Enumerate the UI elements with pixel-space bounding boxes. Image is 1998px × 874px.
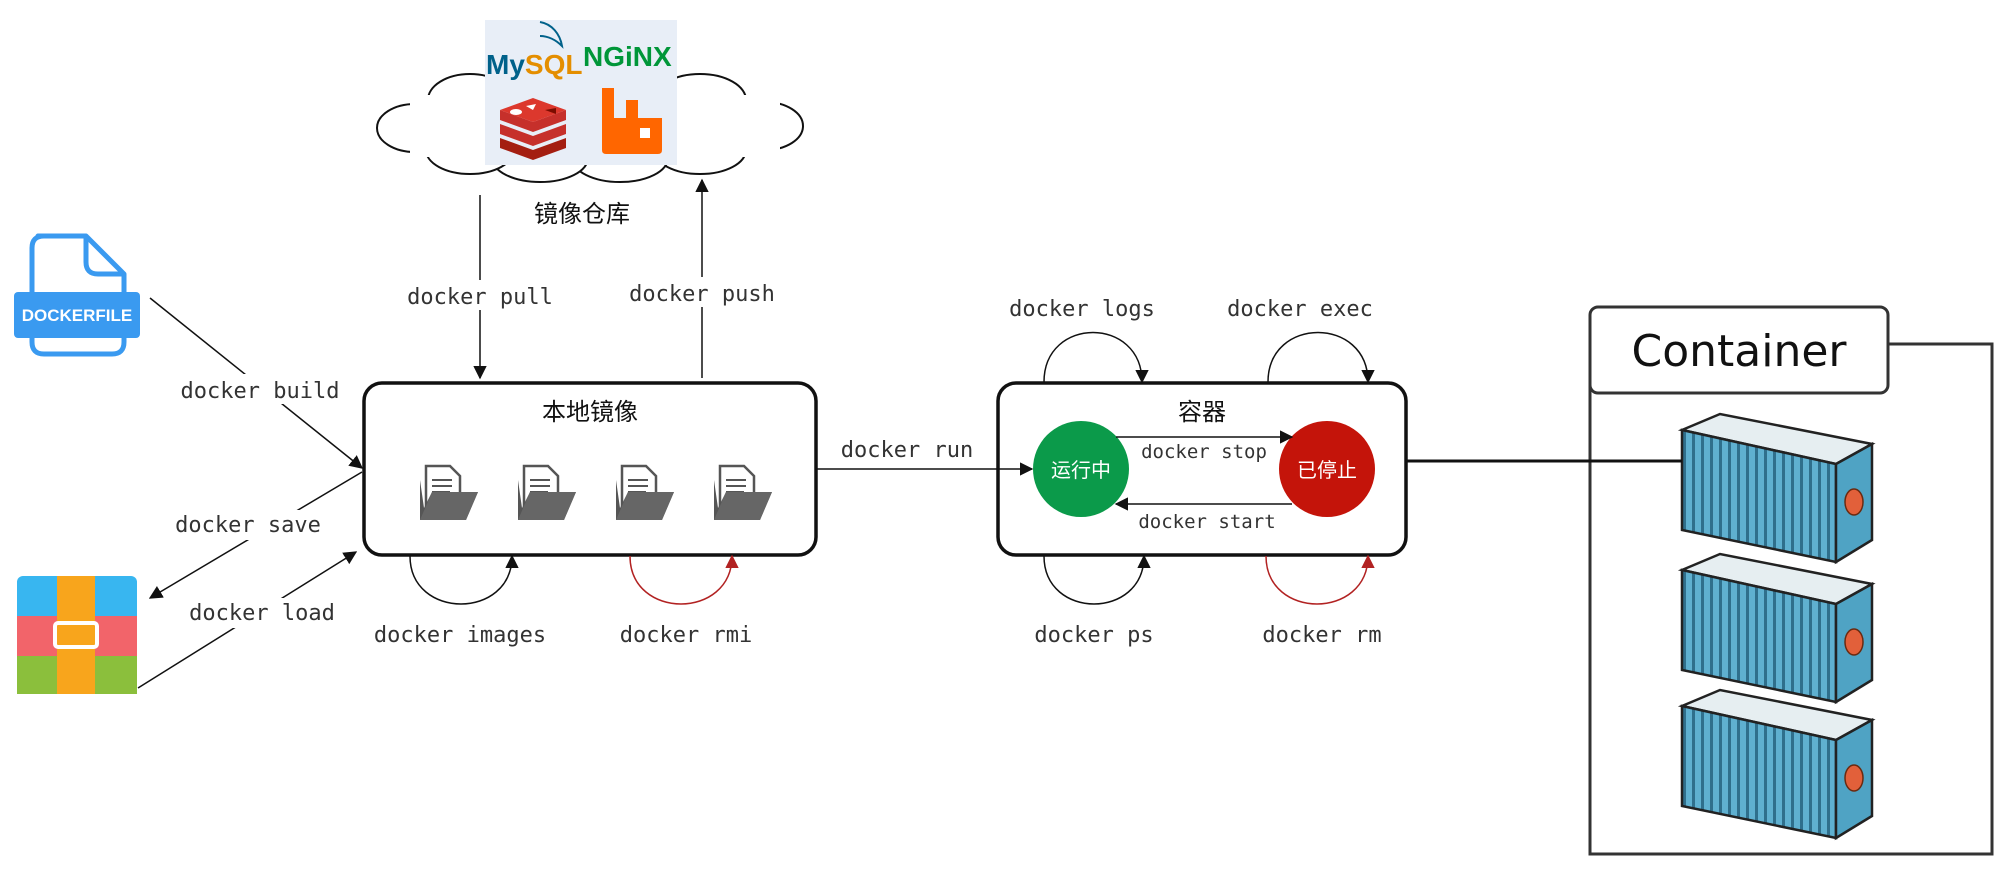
container-state-box: 容器 运行中 已停止 docker stop docker start <box>996 381 1408 557</box>
dockerfile-icon: DOCKERFILE <box>14 233 140 357</box>
shipping-container-icon <box>1677 412 1876 565</box>
registry-label: 镜像仓库 <box>534 200 630 228</box>
docker-save-label: docker save <box>175 513 321 538</box>
docker-logs-label: docker logs <box>1009 297 1155 322</box>
docker-load-label: docker load <box>189 601 335 626</box>
registry-logos-panel: MySQL NGiNX <box>485 20 677 165</box>
container-panel: Container <box>1588 305 1994 856</box>
shipping-containers <box>1677 412 1876 841</box>
docker-push-label: docker push <box>629 282 775 307</box>
local-images-title: 本地镜像 <box>542 398 638 426</box>
logs-loop <box>1043 331 1149 384</box>
exec-loop <box>1267 331 1375 384</box>
docker-images-label: docker images <box>374 623 546 648</box>
docker-exec-label: docker exec <box>1227 297 1373 322</box>
nginx-logo: NGiNX <box>583 41 672 72</box>
docker-run-label: docker run <box>841 438 973 463</box>
stopped-state: 已停止 <box>1279 421 1375 517</box>
svg-text:MySQL: MySQL <box>486 49 582 80</box>
archive-icon <box>17 576 137 694</box>
local-images-box: 本地镜像 <box>362 381 818 557</box>
docker-ps-label: docker ps <box>1034 623 1153 648</box>
docker-rm-label: docker rm <box>1262 623 1381 648</box>
image-file-icon <box>616 464 674 520</box>
dockerfile-label: DOCKERFILE <box>22 306 133 325</box>
container-box-title: 容器 <box>1178 398 1226 426</box>
rabbitmq-logo <box>602 88 662 154</box>
container-panel-title: Container <box>1631 326 1847 377</box>
image-registry: MySQL NGiNX 镜像仓库 <box>376 20 804 228</box>
redis-logo <box>500 98 566 160</box>
mysql-logo: MySQL <box>486 21 582 80</box>
image-file-icon <box>518 464 576 520</box>
shipping-container-icon <box>1677 552 1876 705</box>
image-file-icon <box>714 464 772 520</box>
rmi-loop <box>629 554 739 605</box>
running-state: 运行中 <box>1033 421 1129 517</box>
docker-start-label: docker start <box>1138 511 1275 533</box>
docker-pull-label: docker pull <box>407 285 553 310</box>
image-file-icon <box>420 464 478 520</box>
docker-build-label: docker build <box>181 379 340 404</box>
docker-stop-label: docker stop <box>1141 441 1267 463</box>
running-label: 运行中 <box>1051 458 1111 482</box>
stopped-label: 已停止 <box>1297 458 1357 482</box>
shipping-container-icon <box>1677 688 1876 841</box>
ps-loop <box>1043 554 1151 605</box>
docker-rmi-label: docker rmi <box>620 623 752 648</box>
rm-loop <box>1265 554 1375 605</box>
image-icons <box>420 464 772 520</box>
images-loop <box>409 554 519 605</box>
